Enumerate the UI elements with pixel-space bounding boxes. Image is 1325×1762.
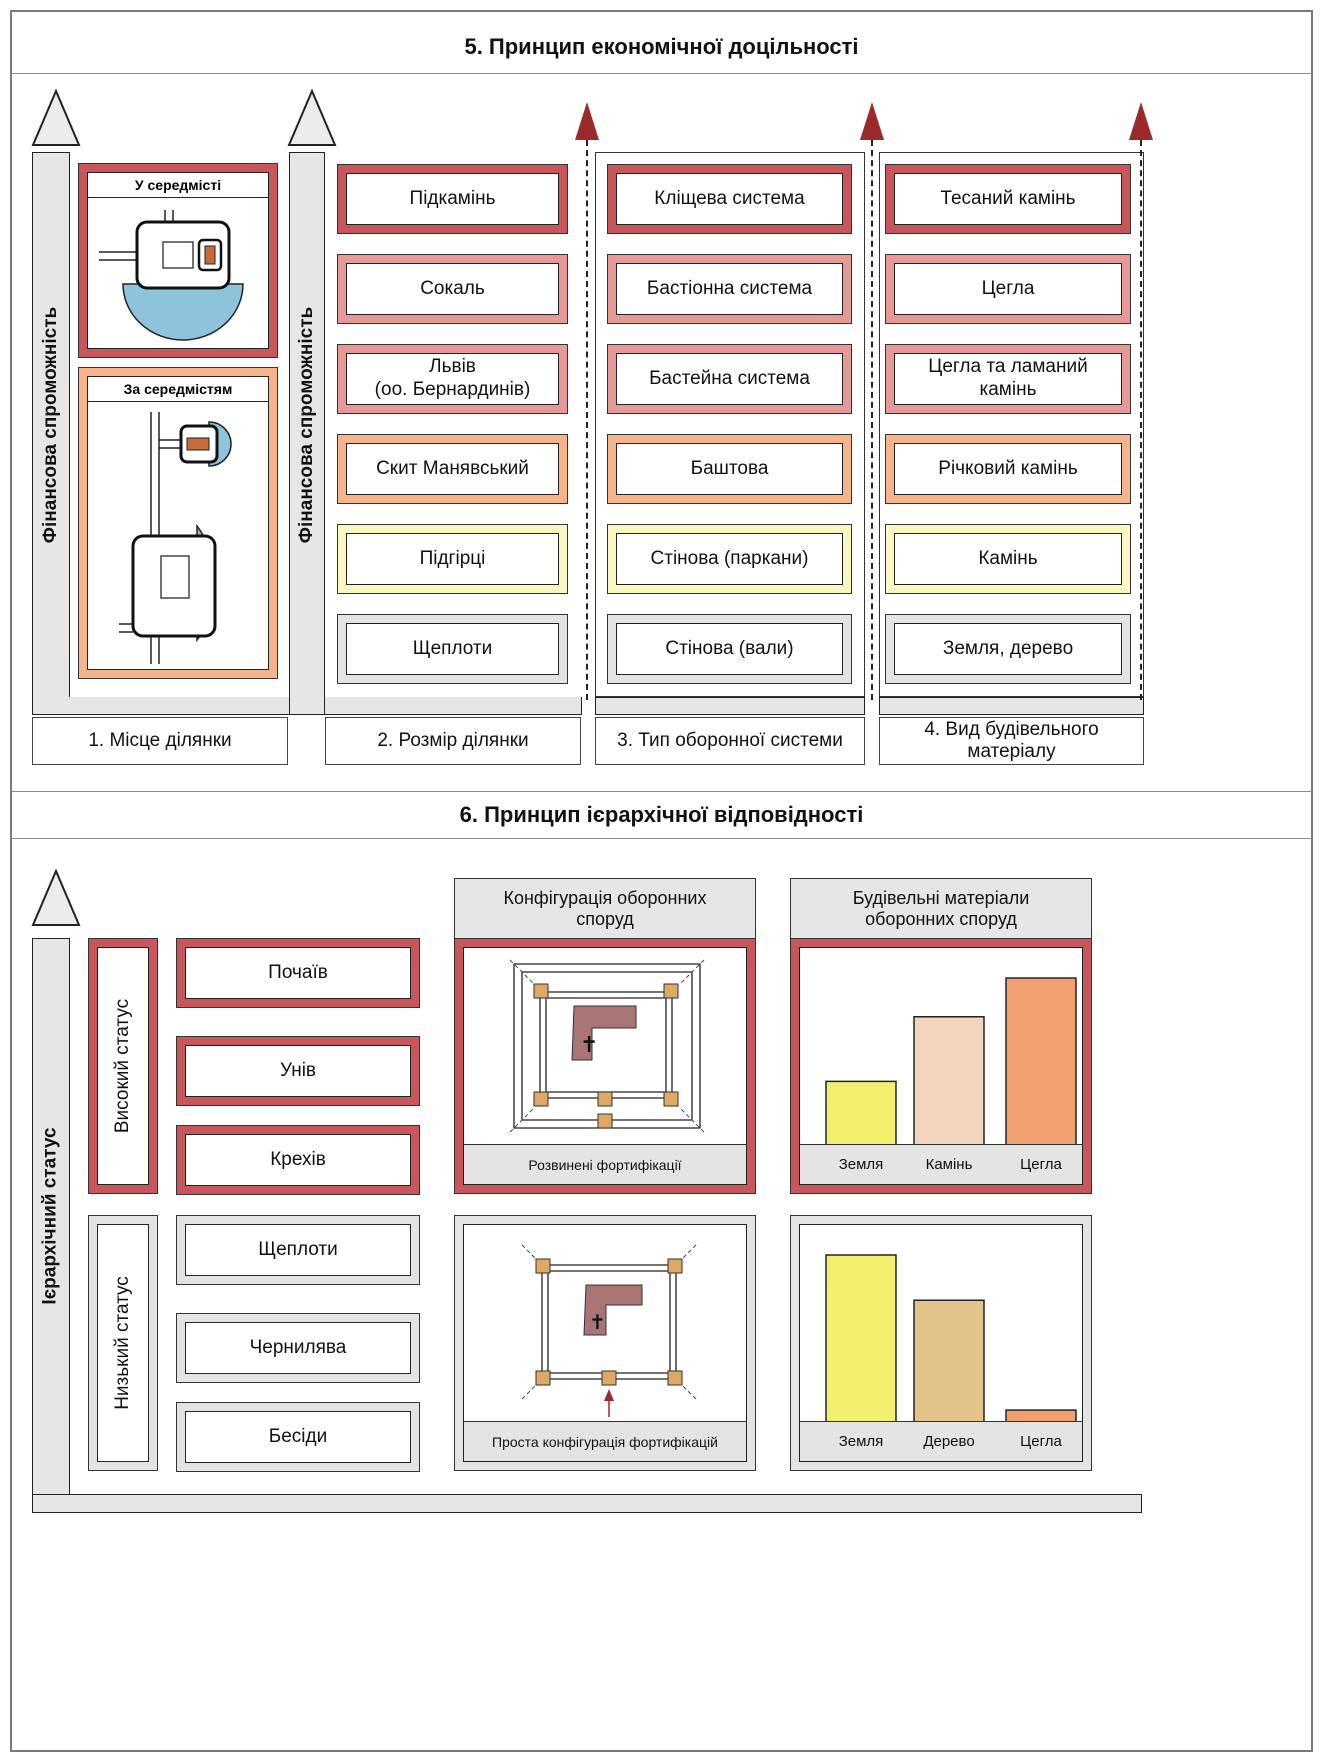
bar-Земля xyxy=(825,1080,897,1146)
place-card: Почаїв xyxy=(176,938,420,1008)
place-card: Бесіди xyxy=(176,1402,420,1472)
up-outline-arrow-icon xyxy=(31,88,81,146)
hierarchy-axis-label: Ієрархічний статус xyxy=(40,1127,62,1305)
up-outline-arrow-icon xyxy=(287,88,337,146)
size-card: Підкамінь xyxy=(337,164,568,234)
defense-system-column xyxy=(595,152,865,697)
place-card: Щеплоти xyxy=(176,1215,420,1285)
material-card: Камінь xyxy=(885,524,1131,594)
column-label: 2. Розмір ділянки xyxy=(325,717,581,765)
material-card: Цегла xyxy=(885,254,1131,324)
bar-Цегла xyxy=(1005,977,1077,1146)
outside-downtown-panel: За середмістям xyxy=(78,367,278,679)
bar-label: Камінь xyxy=(925,1156,973,1173)
material-card: Цегла та ламаний камінь xyxy=(885,344,1131,414)
config-low-panel: ✝ Проста конфігурація фортифікацій xyxy=(454,1215,756,1471)
config-high-panel: ✝ Розвинені фортифікації xyxy=(454,938,756,1194)
size-card: Підгірці xyxy=(337,524,568,594)
bar-label: Земля xyxy=(838,1433,884,1450)
materials-low-panel: Земля Дерево Цегла xyxy=(790,1215,1092,1471)
defense-card: Стінова (вали) xyxy=(607,614,852,684)
materials-header: Будівельні матеріали оборонних споруд xyxy=(790,878,1092,940)
bar-Камінь xyxy=(913,1016,985,1146)
finance-axis-bar xyxy=(289,152,325,715)
dashed-axis-line xyxy=(871,140,873,700)
red-up-arrow-icon xyxy=(1129,102,1153,140)
up-outline-arrow-icon xyxy=(31,868,81,926)
bar-label: Цегла xyxy=(1020,1156,1062,1173)
materials-high-panel: Земля Камінь Цегла xyxy=(790,938,1092,1194)
finance-axis-label: Фінансова спроможність xyxy=(40,306,61,543)
material-column xyxy=(879,152,1144,697)
place-card: Унів xyxy=(176,1036,420,1106)
bar-label: Дерево xyxy=(923,1433,975,1450)
high-status-box: Високий статус xyxy=(88,938,158,1194)
defense-card: Баштова xyxy=(607,434,852,504)
downtown-site-icon xyxy=(99,210,244,341)
axis-base-bar xyxy=(879,697,1144,715)
developed-fortification-icon: ✝ xyxy=(509,959,705,1133)
defense-card: Стінова (паркани) xyxy=(607,524,852,594)
size-card: Скит Манявський xyxy=(337,434,568,504)
place-card: Крехів xyxy=(176,1125,420,1195)
materials-low-chart xyxy=(825,1254,1077,1423)
red-up-arrow-icon xyxy=(860,102,884,140)
dashed-axis-line xyxy=(586,140,588,700)
finance-axis-label: Фінансова спроможність xyxy=(296,306,317,543)
hierarchy-axis-bar xyxy=(32,938,70,1513)
low-status-box: Низький статус xyxy=(88,1215,158,1471)
hierarchy-axis-base xyxy=(32,1494,1142,1513)
materials-low-axis: Земля Дерево Цегла xyxy=(800,1421,1082,1461)
downtown-label: У середмісті xyxy=(87,172,269,198)
material-card: Річковий камінь xyxy=(885,434,1131,504)
axis-base-bar xyxy=(595,697,865,715)
column-label: 4. Вид будівельного матеріалу xyxy=(879,717,1144,765)
size-card: Щеплоти xyxy=(337,614,568,684)
material-card: Тесаний камінь xyxy=(885,164,1131,234)
config-header: Конфігурація оборонних споруд xyxy=(454,878,756,940)
materials-high-chart xyxy=(825,977,1077,1146)
bar-label: Цегла xyxy=(1020,1433,1062,1450)
column-label: 3. Тип оборонної системи xyxy=(595,717,865,765)
place-card: Чернилява xyxy=(176,1313,420,1383)
bar-Земля xyxy=(825,1254,897,1423)
red-up-arrow-icon xyxy=(575,102,599,140)
section5-title: 5. Принцип економічної доцільності xyxy=(12,20,1311,74)
outside-site-icon xyxy=(119,412,232,664)
finance-axis-bar xyxy=(32,152,70,715)
config-low-caption: Проста конфігурація фортифікацій xyxy=(464,1421,746,1461)
config-high-caption: Розвинені фортифікації xyxy=(464,1144,746,1184)
bar-Дерево xyxy=(913,1299,985,1423)
section6-title: 6. Принцип ієрархічної відповідності xyxy=(12,791,1311,839)
defense-card: Бастейна система xyxy=(607,344,852,414)
defense-card: Бастіонна система xyxy=(607,254,852,324)
material-card: Земля, дерево xyxy=(885,614,1131,684)
materials-high-axis: Земля Камінь Цегла xyxy=(800,1144,1082,1184)
size-card: Сокаль xyxy=(337,254,568,324)
defense-card: Кліщева система xyxy=(607,164,852,234)
simple-fortification-icon: ✝ xyxy=(521,1244,697,1417)
size-card: Львів (оо. Бернардинів) xyxy=(337,344,568,414)
bar-label: Земля xyxy=(838,1156,884,1173)
dashed-axis-line xyxy=(1140,140,1142,700)
svg-text:✝: ✝ xyxy=(580,1033,598,1058)
svg-text:✝: ✝ xyxy=(589,1310,606,1334)
downtown-panel: У середмісті xyxy=(78,163,278,358)
outside-downtown-label: За середмістям xyxy=(87,376,269,402)
column-label: 1. Місце ділянки xyxy=(32,717,288,765)
